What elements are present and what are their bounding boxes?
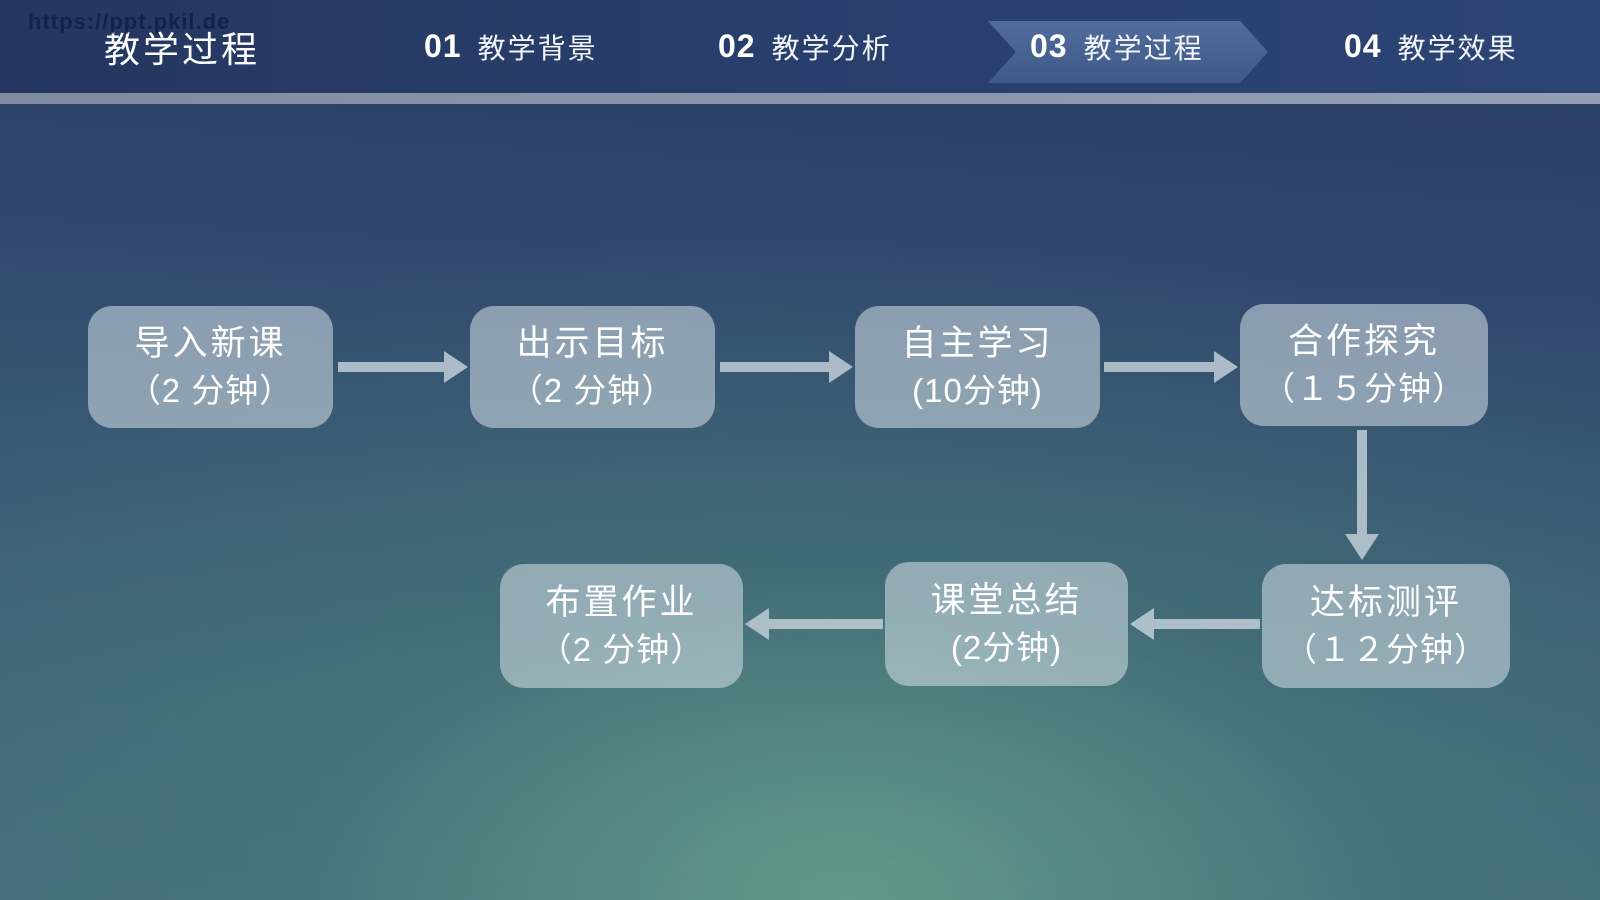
tab-number: 01 <box>424 28 462 64</box>
header-divider <box>0 93 1600 104</box>
tab-teaching-background[interactable]: 01 教学背景 <box>424 0 598 93</box>
arrow-head <box>1345 534 1379 560</box>
flow-step-cooperative-inquiry: 合作探究 （１５分钟） <box>1240 304 1488 426</box>
arrow-head <box>745 608 769 640</box>
step-time: （１５分钟） <box>1262 370 1466 408</box>
step-name: 自主学习 <box>901 323 1054 363</box>
watermark-url: https://ppt.pkil.de <box>28 9 231 34</box>
page-title: 教学过程 <box>104 28 261 70</box>
step-name: 出示目标 <box>516 323 669 363</box>
tab-label: 教学过程 <box>1083 32 1204 64</box>
step-name: 布置作业 <box>545 582 698 622</box>
tab-label: 教学分析 <box>771 32 892 64</box>
step-name: 导入新课 <box>134 323 287 363</box>
tab-teaching-analysis[interactable]: 02 教学分析 <box>718 0 892 93</box>
arrow-shaft <box>1357 430 1367 534</box>
arrow-down-icon <box>1345 430 1379 560</box>
tab-teaching-effect[interactable]: 04 教学效果 <box>1344 0 1518 93</box>
arrow-right-icon <box>720 351 853 383</box>
arrow-head <box>444 351 468 383</box>
arrow-shaft <box>720 362 829 372</box>
arrow-shaft <box>338 362 444 372</box>
arrow-right-icon <box>1104 351 1238 383</box>
tab-label: 教学效果 <box>1397 32 1518 64</box>
step-time: (10分钟) <box>912 372 1043 410</box>
step-time: （１２分钟） <box>1284 631 1488 669</box>
arrow-shaft <box>769 619 883 629</box>
step-name: 合作探究 <box>1287 321 1440 361</box>
flow-step-assign-homework: 布置作业 （2 分钟） <box>500 564 743 688</box>
tab-number: 03 <box>1030 28 1068 64</box>
tab-number: 04 <box>1344 28 1382 64</box>
step-time: （2 分钟） <box>538 631 705 669</box>
flow-step-show-objectives: 出示目标 （2 分钟） <box>470 306 715 428</box>
step-time: (2分钟) <box>950 629 1063 667</box>
flow-step-self-study: 自主学习 (10分钟) <box>855 306 1100 428</box>
active-tab-chevron <box>988 21 1268 83</box>
arrow-shaft <box>1154 619 1260 629</box>
arrow-right-icon <box>338 351 468 383</box>
tab-teaching-process-active[interactable]: 03 教学过程 <box>1030 0 1204 93</box>
arrow-head <box>1214 351 1238 383</box>
tab-number: 02 <box>718 28 756 64</box>
step-time: （2 分钟） <box>509 372 676 410</box>
flow-step-intro-new-lesson: 导入新课 （2 分钟） <box>88 306 333 428</box>
arrow-head <box>1130 608 1154 640</box>
step-name: 课堂总结 <box>930 580 1083 620</box>
flow-step-standard-assessment: 达标测评 （１２分钟） <box>1262 564 1510 688</box>
arrow-head <box>829 351 853 383</box>
flow-step-class-summary: 课堂总结 (2分钟) <box>885 562 1128 686</box>
arrow-shaft <box>1104 362 1214 372</box>
arrow-left-icon <box>1130 608 1260 640</box>
step-name: 达标测评 <box>1309 582 1462 622</box>
step-time: （2 分钟） <box>127 372 294 410</box>
tab-label: 教学背景 <box>477 32 598 64</box>
header-bar <box>0 0 1600 93</box>
arrow-left-icon <box>745 608 883 640</box>
